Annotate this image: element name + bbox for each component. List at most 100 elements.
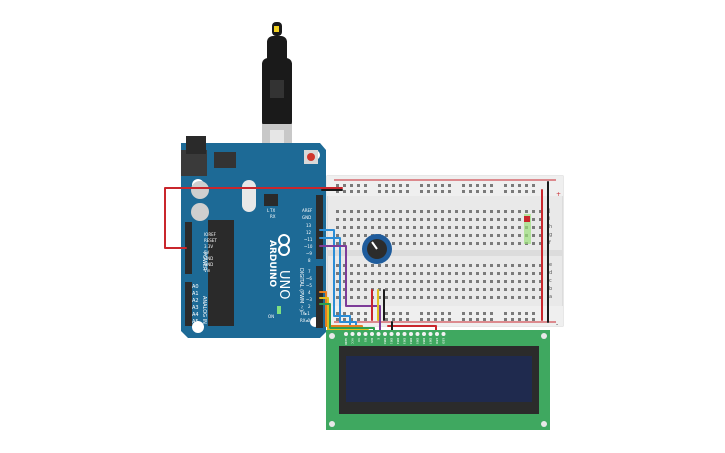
- rail-hole: [469, 312, 472, 315]
- breadboard-hole: [448, 234, 451, 237]
- breadboard-hole: [539, 226, 542, 229]
- breadboard-hole: [497, 242, 500, 245]
- rail-hole: [511, 318, 514, 321]
- breadboard-hole: [364, 218, 367, 221]
- rail-hole: [518, 190, 521, 193]
- breadboard-hole: [441, 242, 444, 245]
- breadboard-hole: [392, 296, 395, 299]
- crystal-oscillator: [242, 180, 256, 212]
- breadboard-hole: [518, 296, 521, 299]
- rail-hole: [504, 318, 507, 321]
- rail-hole: [483, 312, 486, 315]
- breadboard-hole: [441, 272, 444, 275]
- power-pin-label: Vin: [204, 268, 211, 273]
- breadboard-hole: [504, 234, 507, 237]
- breadboard-hole: [427, 280, 430, 283]
- breadboard-hole: [476, 288, 479, 291]
- digital-pin-label: RX◂0: [300, 318, 311, 323]
- digital-pin-label: ~6: [306, 276, 312, 281]
- breadboard-hole: [455, 296, 458, 299]
- breadboard-hole: [413, 210, 416, 213]
- breadboard-hole: [399, 264, 402, 267]
- rail-hole: [385, 318, 388, 321]
- rail-hole: [420, 312, 423, 315]
- breadboard-hole: [343, 288, 346, 291]
- breadboard-hole: [455, 210, 458, 213]
- rail-hole: [525, 312, 528, 315]
- rail-hole: [385, 190, 388, 193]
- capacitor: [191, 181, 209, 199]
- breadboard-hole: [469, 280, 472, 283]
- lcd-pin-label: GND: [344, 338, 348, 346]
- lcd-pin: [435, 332, 439, 336]
- arduino-board[interactable]: IOREF RESET 3.3V 5V GND GND Vin A0 A1 A2…: [181, 136, 326, 338]
- rail-hole: [427, 312, 430, 315]
- breadboard-hole: [476, 296, 479, 299]
- rail-hole: [427, 318, 430, 321]
- breadboard-hole: [378, 296, 381, 299]
- breadboard-hole: [434, 226, 437, 229]
- breadboard-hole: [350, 234, 353, 237]
- breadboard-hole: [539, 218, 542, 221]
- potentiometer[interactable]: [362, 234, 392, 264]
- breadboard-hole: [343, 272, 346, 275]
- breadboard-hole: [497, 226, 500, 229]
- usb-cable[interactable]: [262, 22, 292, 162]
- breadboard-hole: [406, 272, 409, 275]
- breadboard-hole: [427, 226, 430, 229]
- breadboard-hole: [462, 234, 465, 237]
- breadboard-hole: [420, 296, 423, 299]
- breadboard-hole: [392, 218, 395, 221]
- breadboard-hole: [399, 280, 402, 283]
- breadboard-hole: [406, 280, 409, 283]
- breadboard-hole: [427, 242, 430, 245]
- breadboard-hole: [399, 288, 402, 291]
- rail-hole: [511, 190, 514, 193]
- rail-hole: [357, 190, 360, 193]
- breadboard-hole: [476, 280, 479, 283]
- lcd-pin-label: DB6: [422, 338, 426, 344]
- breadboard-hole: [462, 210, 465, 213]
- rail-hole: [511, 312, 514, 315]
- breadboard-hole: [427, 272, 430, 275]
- rail-hole: [476, 184, 479, 187]
- breadboard-hole: [420, 226, 423, 229]
- breadboard-hole: [469, 242, 472, 245]
- breadboard-hole: [441, 218, 444, 221]
- row-label: f: [549, 240, 551, 246]
- analog-pin-label: A3: [192, 305, 199, 311]
- breadboard-hole: [336, 210, 339, 213]
- breadboard-hole: [518, 210, 521, 213]
- breadboard-hole: [511, 272, 514, 275]
- rail-hole: [469, 318, 472, 321]
- rail-hole: [399, 312, 402, 315]
- breadboard-hole: [357, 264, 360, 267]
- breadboard-hole: [525, 280, 528, 283]
- rail-hole: [434, 318, 437, 321]
- breadboard-hole: [490, 296, 493, 299]
- breadboard-hole: [343, 226, 346, 229]
- breadboard-hole: [476, 226, 479, 229]
- rail-minus-label: -: [556, 321, 558, 328]
- arduino-model: UNO: [276, 270, 291, 299]
- lcd-pin: [402, 332, 407, 336]
- rail-hole: [427, 190, 430, 193]
- breadboard-hole: [483, 288, 486, 291]
- breadboard-hole: [476, 272, 479, 275]
- digital-pin-label: GND: [302, 215, 311, 220]
- breadboard-hole: [483, 272, 486, 275]
- digital-pin-label: ~3: [306, 297, 312, 302]
- breadboard-hole: [490, 280, 493, 283]
- breadboard-hole: [392, 264, 395, 267]
- analog-header-label: ANALOG IN: [201, 296, 207, 324]
- breadboard-hole: [539, 264, 542, 267]
- selected-hole-marker[interactable]: [524, 216, 530, 222]
- rail-hole: [448, 184, 451, 187]
- rail-hole: [483, 184, 486, 187]
- breadboard-hole: [399, 242, 402, 245]
- breadboard-hole: [448, 296, 451, 299]
- breadboard-hole: [532, 218, 535, 221]
- breadboard-hole: [511, 210, 514, 213]
